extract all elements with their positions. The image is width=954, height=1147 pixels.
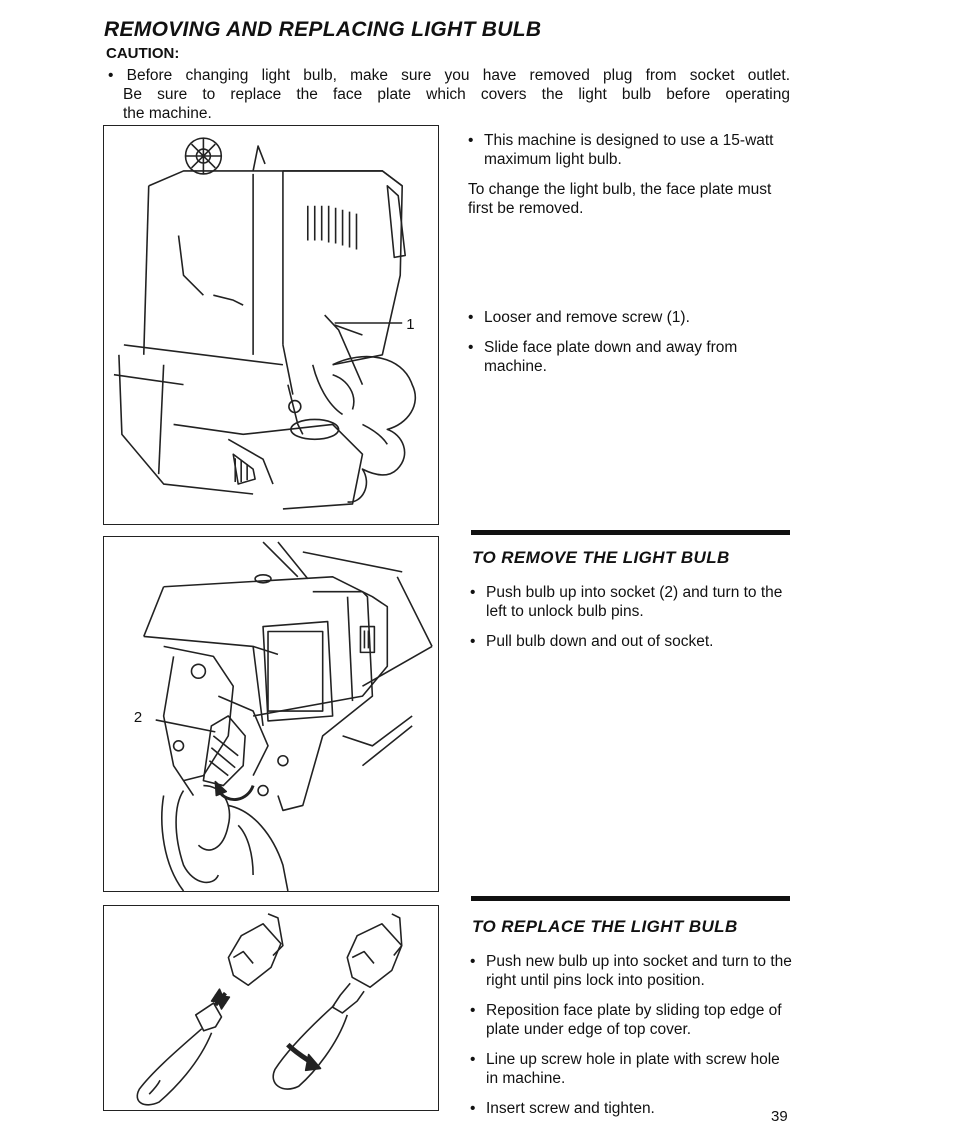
paragraph: To change the light bulb, the face plate…	[468, 181, 772, 217]
caution-heading: CAUTION:	[106, 45, 180, 62]
list-item: Slide face plate down and away from mach…	[468, 338, 794, 376]
figure-face-plate-removal: 1	[103, 125, 439, 525]
figure-bulb-removal: 2	[103, 536, 439, 892]
list-item: Reposition face plate by sliding top edg…	[470, 1001, 796, 1039]
list-item: Insert screw and tighten.	[470, 1099, 796, 1118]
list-item: This machine is designed to use a 15-wat…	[468, 131, 794, 169]
list-item: Push new bulb up into socket and turn to…	[470, 952, 796, 990]
face-plate-steps: Looser and remove screw (1). Slide face …	[468, 308, 794, 387]
intro-text: This machine is designed to use a 15-wat…	[468, 131, 794, 229]
figure-callout-1: 1	[406, 317, 414, 333]
caution-line: Be sure to replace the face plate which …	[123, 86, 790, 103]
replace-steps: Push new bulb up into socket and turn to…	[470, 952, 796, 1129]
figure-bulb-replacement	[103, 905, 439, 1111]
list-item: Looser and remove screw (1).	[468, 308, 794, 327]
caution-line: • Before changing light bulb, make sure …	[108, 67, 790, 84]
figure-callout-2: 2	[134, 710, 142, 726]
bulb-removal-illustration: 2	[134, 541, 433, 891]
caution-line: the machine.	[123, 105, 212, 122]
list-item: Push bulb up into socket (2) and turn to…	[470, 583, 796, 621]
page-title: REMOVING AND REPLACING LIGHT BULB	[104, 18, 542, 41]
list-item: Pull bulb down and out of socket.	[470, 632, 796, 651]
bulb-replacement-illustration	[136, 913, 403, 1106]
page-number: 39	[771, 1108, 788, 1125]
remove-steps: Push bulb up into socket (2) and turn to…	[470, 583, 796, 662]
section-divider	[471, 896, 790, 901]
section-title-replace: TO REPLACE THE LIGHT BULB	[472, 917, 738, 936]
list-item: Line up screw hole in plate with screw h…	[470, 1050, 796, 1088]
caution-text: • Before changing light bulb, make sure …	[108, 66, 790, 123]
section-divider	[471, 530, 790, 535]
section-title-remove: TO REMOVE THE LIGHT BULB	[472, 548, 730, 567]
face-plate-illustration: 1	[113, 137, 417, 510]
